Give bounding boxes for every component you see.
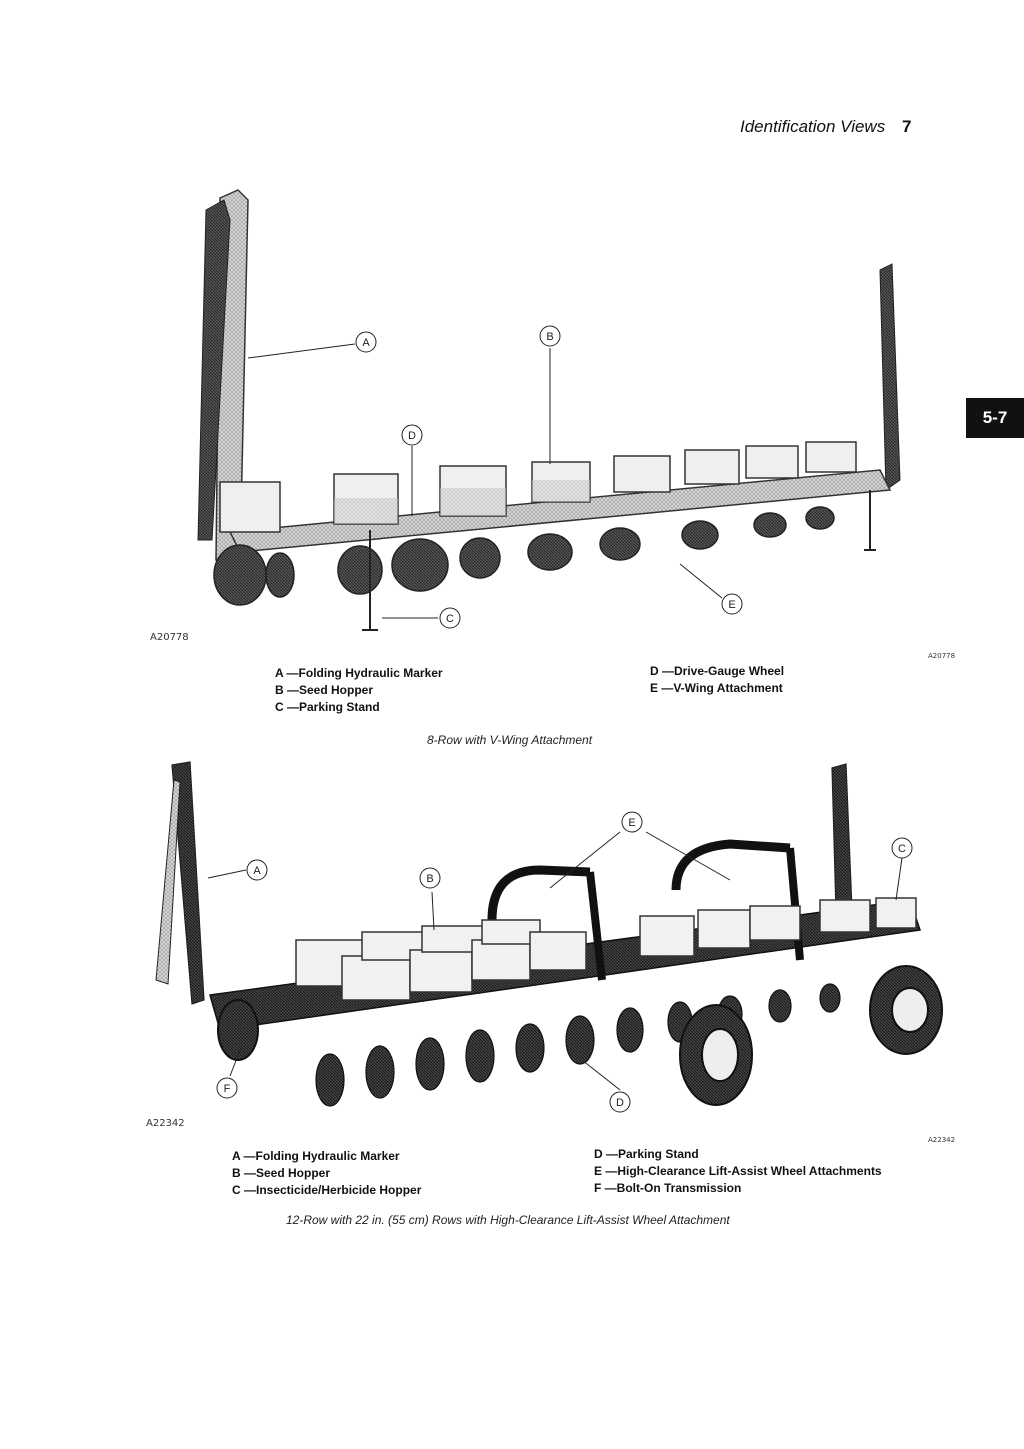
legend-item: E —High-Clearance Lift-Assist Wheel Atta… [594,1164,882,1178]
figure1-legend-right: D —Drive-Gauge Wheel E —V-Wing Attachmen… [650,663,784,697]
legend-item: D —Parking Stand [594,1147,699,1161]
callout-e-label: E [728,599,735,611]
legend-item: E —V-Wing Attachment [650,681,783,695]
section-tab: 5-7 [966,398,1024,438]
callout-a-circle [246,859,268,881]
callout-c-label: C [446,613,454,625]
legend-item: D —Drive-Gauge Wheel [650,664,785,678]
legend-item: A —Folding Hydraulic Marker [232,1149,400,1163]
legend-item: C —Parking Stand [275,700,380,714]
callout-a-label: A [253,865,261,877]
callout-b-circle [419,867,441,889]
callout-d-label: D [616,1097,624,1109]
callout-e-circle [621,811,643,833]
planter-illustration-1: A B D C E [197,189,901,631]
callout-c-label: C [898,843,906,855]
callout-a-circle [355,331,377,353]
figure1-legend-left: A —Folding Hydraulic Marker B —Seed Hopp… [275,665,443,716]
figure-8-row-planter: A B D C E [120,180,960,650]
figure-12-row-planter: A B E C F D [120,760,960,1130]
figure1-code-left: A20778 [150,632,189,643]
figure1-caption: 8-Row with V-Wing Attachment [427,733,593,747]
callout-d-circle [401,424,423,446]
callout-e-label: E [628,817,635,829]
legend-item: F —Bolt-On Transmission [594,1181,742,1195]
legend-item: A —Folding Hydraulic Marker [275,666,443,680]
page-header: Identification Views 7 [740,117,960,137]
callout-a-label: A [362,337,370,349]
figure2-legend-left: A —Folding Hydraulic Marker B —Seed Hopp… [232,1148,421,1199]
callout-f-circle [216,1077,238,1099]
callout-e-circle [721,593,743,615]
figure2-caption: 12-Row with 22 in. (55 cm) Rows with Hig… [286,1213,730,1227]
page-number: 7 [901,117,912,136]
legend-item: B —Seed Hopper [232,1166,331,1180]
callout-d-label: D [408,430,416,442]
callout-b-label: B [546,331,553,343]
page-title: Identification Views [740,117,886,136]
callout-c-circle [439,607,461,629]
callout-c-circle [891,837,913,859]
figure2-code-right: A22342 [928,1136,956,1144]
callout-f-label: F [224,1083,231,1095]
figure2-code-left: A22342 [146,1118,185,1129]
legend-item: B —Seed Hopper [275,683,374,697]
callout-b-circle [539,325,561,347]
planter-illustration-2: A B E C F D [155,761,943,1113]
callout-b-label: B [426,873,433,885]
figure1-code-right: A20778 [928,652,956,660]
callout-d-circle [609,1091,631,1113]
figure2-legend-right: D —Parking Stand E —High-Clearance Lift-… [594,1146,882,1197]
legend-item: C —Insecticide/Herbicide Hopper [232,1183,422,1197]
